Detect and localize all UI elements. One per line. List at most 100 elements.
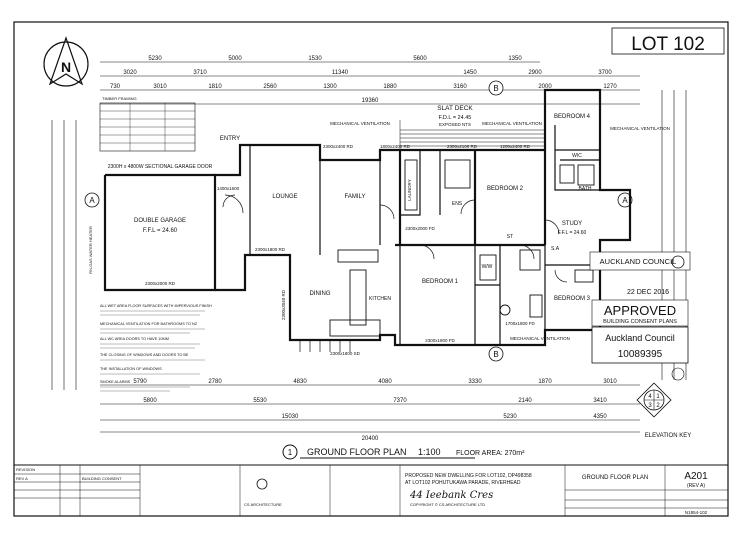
dim-top-3-8: 1270: [603, 84, 617, 90]
window-label-2: 2300x2100 RD: [447, 144, 478, 149]
dim-top-3-1: 3010: [153, 84, 167, 90]
room-kitchen: KITCHEN: [369, 296, 391, 302]
dim-bot-1-6: 3010: [603, 379, 617, 385]
deck-note: EXPOSED NTS: [439, 122, 471, 127]
room-wiw: W/W: [482, 264, 493, 270]
lot-label: LOT 102: [631, 34, 705, 55]
plan-scale: 1:100: [418, 447, 441, 457]
council-stamp: AUCKLAND COUNCIL 22 DEC 2016 APPROVED BU…: [589, 251, 691, 381]
room-slat-deck: SLAT DECK: [437, 105, 473, 112]
room-bath: BATH: [579, 186, 592, 192]
plan-title-block: 1 GROUND FLOOR PLAN 1:100 FLOOR AREA: 27…: [282, 444, 525, 460]
dim-bot-2-3: 2140: [518, 398, 532, 404]
window-label-10: 2300x3040 RD: [281, 289, 286, 320]
dim-top-3-6: 3160: [453, 84, 467, 90]
room-family: FAMILY: [345, 194, 366, 200]
dim-top-3-7: 2000: [538, 84, 552, 90]
dim-bot-2-4: 3410: [593, 398, 607, 404]
study-ffl: F.F.L = 24.60: [558, 230, 587, 236]
revision-desc: BUILDING CONSENT: [82, 476, 122, 481]
room-wic: WIC: [572, 153, 582, 159]
dim-top-2-1: 3710: [193, 70, 207, 76]
note-1: ALL WET AREA FLOOR SURFACES WITH IMPERVI…: [100, 304, 212, 308]
deck-ffl: F.D.L = 24.45: [439, 115, 472, 121]
dim-top-3-2: 1810: [208, 84, 222, 90]
note-2: MECHANICAL VENTILATION FOR BATHROOMS TO …: [100, 322, 198, 326]
note-lines: [100, 310, 205, 392]
dim-top-2-2: 11340: [332, 70, 349, 76]
stamp-consent: BUILDING CONSENT PLANS: [603, 319, 677, 325]
architect-logo-icon: [256, 478, 268, 490]
project-line-1: PROPOSED NEW DWELLING FOR LOT102, DP4983…: [405, 473, 532, 479]
plan-title-number: 1: [288, 448, 293, 457]
dim-bot-1-3: 4080: [378, 379, 392, 385]
window-label-9: 1700x1800 FD: [505, 321, 535, 326]
note-5: THE INSTALLATION OF WINDOWS: [100, 367, 162, 371]
mech-vent-1: MECHANICAL VENTILATION: [330, 121, 390, 126]
north-arrow-icon: N: [43, 36, 89, 87]
grid-b-bottom: B: [493, 350, 498, 359]
ekey-1: 1: [656, 394, 660, 400]
ekey-4: 4: [648, 394, 652, 400]
dim-top-2-5: 3700: [598, 70, 612, 76]
stamp-approved: APPROVED: [604, 303, 676, 318]
dim-top-1-1: 5000: [228, 56, 242, 62]
door-swings: [222, 194, 568, 283]
stamp-council: Auckland Council: [605, 333, 675, 343]
architect-name: CS ARCHITECTURE: [244, 502, 282, 507]
elevation-key: 4 1 3 2 ELEVATION KEY: [636, 382, 691, 439]
label-sa: S.A: [551, 246, 560, 252]
mech-vent-2: MECHANICAL VENTILATION: [482, 121, 542, 126]
stamp-number: 10089395: [618, 349, 663, 360]
dim-top-3-0: 730: [110, 84, 121, 90]
job-number: N1854-102: [685, 510, 708, 515]
dim-top-2-4: 2900: [528, 70, 542, 76]
window-label-0: 2300x2400 RD: [323, 144, 354, 149]
garage-door-label: 2300H x 4800W SECTIONAL GARAGE DOOR: [108, 164, 213, 170]
room-bedroom-2: BEDROOM 2: [487, 186, 524, 192]
window-label-8: 2300x2000 FD: [405, 226, 435, 231]
dim-top-3-4: 1300: [323, 84, 337, 90]
table-title: TIMBER FRAMING: [102, 96, 137, 101]
north-label: N: [61, 59, 71, 75]
sheet-number: A201: [684, 471, 708, 482]
label-st: ST: [507, 234, 513, 240]
plan-title: GROUND FLOOR PLAN: [307, 447, 407, 457]
dim-top-2-0: 3020: [123, 70, 137, 76]
mech-vent-4: MECHANICAL VENTILATION: [510, 336, 570, 341]
dim-top-3-3: 2560: [263, 84, 277, 90]
council-logo-icon: [671, 255, 685, 269]
dim-bot-3-1: 5230: [503, 414, 517, 420]
window-label-11: 1400x1600: [217, 186, 240, 191]
handwritten-address: 44 Ieebank Cres: [409, 490, 493, 501]
note-6: SMOKE ALARMS: [100, 380, 131, 384]
mech-vent-3: MECHANICAL VENTILATION: [610, 126, 670, 131]
dim-bot-1-0: 5790: [133, 379, 147, 385]
room-ens: ENS: [452, 201, 463, 207]
deck-slats: [399, 120, 546, 150]
room-laundry: LAUNDRY: [407, 179, 412, 200]
interior-walls: [249, 125, 600, 345]
revision-header: REVISION: [16, 467, 35, 472]
dim-bot-3-2: 4350: [593, 414, 607, 420]
grid-b-top: B: [493, 84, 498, 93]
room-bedroom-1: BEDROOM 1: [422, 279, 459, 285]
room-bedroom-4: BEDROOM 4: [554, 114, 591, 120]
grid-bubbles: [84, 80, 633, 362]
framing-table: TIMBER FRAMING: [99, 96, 196, 152]
window-label-7: 2300x1800 FD: [425, 338, 455, 343]
dim-top-total: 19360: [362, 98, 379, 104]
window-label-4: 2300x1800 RD: [255, 247, 286, 252]
dim-top-1-2: 1530: [308, 56, 322, 62]
project-line-2: AT LOT102 POHUTUKAWA PARADE, RIVERHEAD: [405, 480, 521, 486]
stamp-council-top: AUCKLAND COUNCIL: [600, 257, 677, 266]
dim-bot-total: 20400: [362, 436, 379, 442]
grid-a-right: A: [622, 196, 628, 205]
room-study: STUDY: [562, 221, 582, 227]
sheet-rev: (REV A): [687, 483, 705, 489]
window-label-1: 1800x2400 RD: [380, 144, 411, 149]
window-label-5: 2300x2000 RD: [145, 281, 176, 286]
dim-bot-3-0: 15030: [282, 414, 299, 420]
